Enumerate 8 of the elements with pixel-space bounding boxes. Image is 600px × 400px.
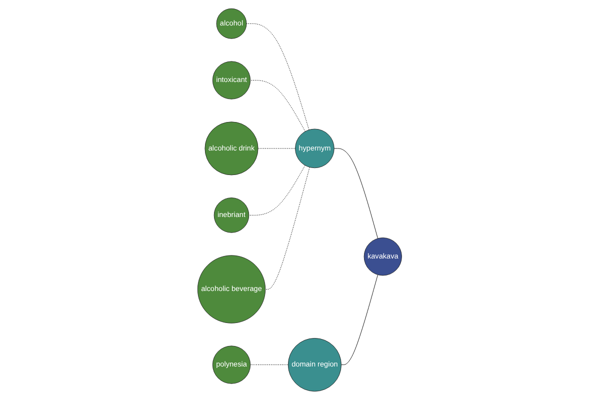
connector <box>250 364 289 366</box>
connector <box>334 148 378 239</box>
connector <box>258 148 296 149</box>
connector <box>341 274 378 366</box>
connector <box>250 80 306 132</box>
connector <box>249 165 306 216</box>
connector <box>246 23 310 130</box>
connector <box>265 167 310 290</box>
